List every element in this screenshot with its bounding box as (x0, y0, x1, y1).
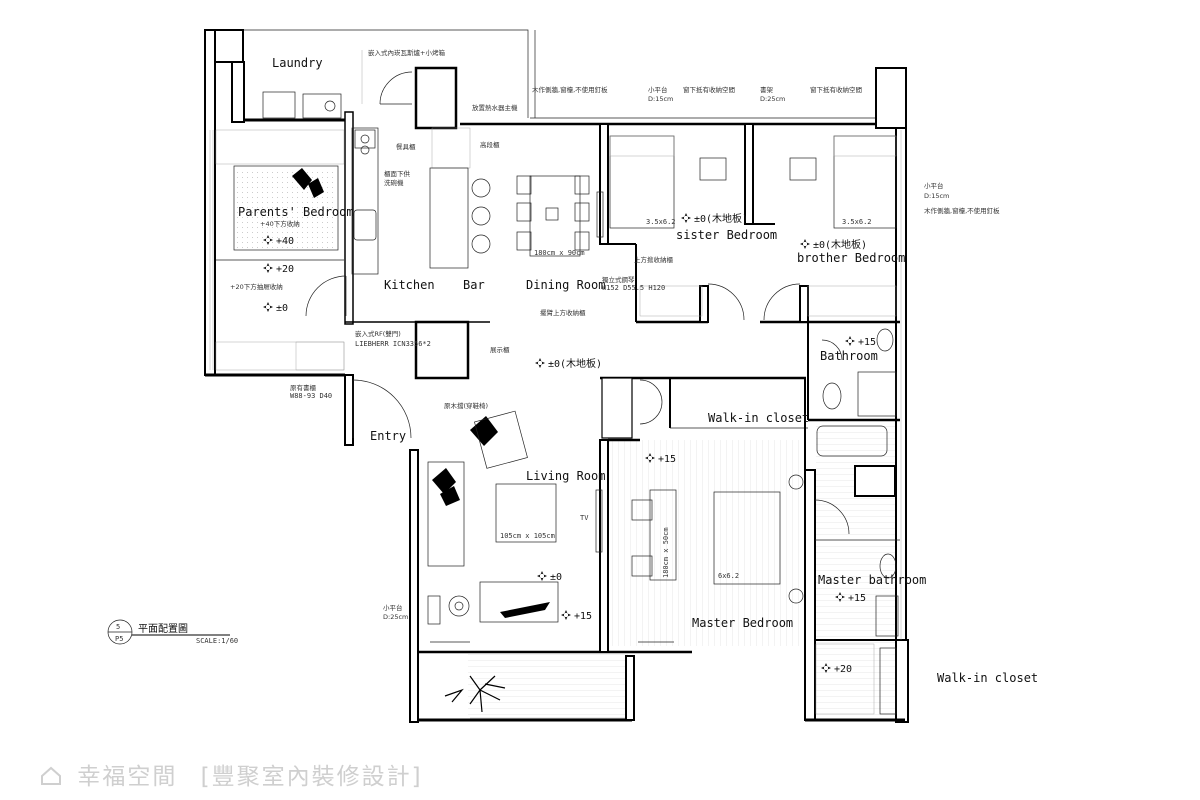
note-shoe-bench: 原木擋(穿鞋椅) (444, 401, 488, 410)
room-label-entry: Entry (370, 429, 406, 443)
note-plus40-storage: +40下方收納 (260, 219, 300, 228)
note-master-bed: 6x6.2 (718, 572, 739, 580)
note-platform-living: 小平台 (383, 603, 403, 612)
note-brother-bed: 3.5x6.2 (842, 218, 872, 226)
room-label-parents-bedroom: Parents' Bedroom (238, 205, 354, 219)
note-water-heater: 放置熱水器主機 (472, 103, 518, 112)
note-coffee-table: 105cm x 105cm (500, 532, 555, 540)
level-brother: ±0(木地板) (813, 238, 867, 251)
annotations: 嵌入式內崁瓦斯爐+小烤箱 放置熱水器主機 木作側牆,窗檯,不使用釘板 小平台 D… (230, 48, 1000, 621)
level-markers: +40 +20 ±0 ±0(木地板) ±0(木地板) ±0(木地板) +15 +… (263, 212, 876, 675)
note-platform-a: 小平台 (648, 85, 668, 94)
note-bookshelf-depth: D:25cm (760, 95, 785, 103)
room-label-bar: Bar (463, 278, 485, 292)
note-bookcase: 原有書櫃 (290, 383, 317, 392)
note-platform-living-depth: D:25cm (383, 613, 408, 621)
note-bookshelf: 書架 (760, 85, 774, 94)
watermark-brand: [豐聚室內裝修設計] (200, 764, 423, 790)
house-icon (41, 766, 61, 785)
note-piano: 獨立式鋼琴 (602, 275, 635, 284)
note-dishwasher-1: 櫃面下供 (384, 169, 411, 178)
note-display-cabinet: 展示櫃 (490, 345, 510, 354)
master-floor-pattern (608, 440, 806, 646)
room-label-master-bedroom: Master Bedroom (692, 616, 793, 630)
room-label-bathroom: Bathroom (820, 349, 878, 363)
level-corridor: ±0(木地板) (548, 357, 602, 370)
room-label-laundry: Laundry (272, 56, 323, 70)
note-stove: 嵌入式內崁瓦斯爐+小烤箱 (368, 48, 445, 57)
note-console: 180cm x 50cm (662, 527, 670, 578)
level-master-top: +15 (658, 454, 676, 465)
note-dining-table: 180cm x 90cm (534, 249, 585, 257)
room-label-brother-bedroom: brother Bedroom (797, 251, 905, 265)
title-sheet: P5 (115, 635, 123, 643)
level-master-bath: +15 (848, 593, 866, 604)
room-label-sister-bedroom: sister Bedroom (676, 228, 777, 242)
note-side-wall: 木作側牆,窗檯,不使用釘板 (532, 85, 608, 94)
note-flip-cabinet: 上方掀收納櫃 (634, 255, 674, 264)
note-platform-right-depth: D:15cm (924, 192, 949, 200)
note-tv: TV (580, 514, 589, 522)
note-fridge: 嵌入式RF(雙門) (355, 329, 401, 338)
level-parents-top: +40 (276, 236, 294, 247)
note-tall-cabinet: 高段櫃 (480, 140, 500, 149)
level-closet: +20 (834, 664, 852, 675)
room-label-walkin-closet-outer: Walk-in closet (937, 671, 1038, 685)
note-side-wall-right: 木作側牆,窗檯,不使用釘板 (924, 206, 1000, 215)
title-number: 5 (116, 623, 120, 631)
note-sister-bed: 3.5x6.2 (646, 218, 676, 226)
title-text: 平面配置圖 (138, 623, 188, 635)
note-window-storage-b: 窗下抵有收納空間 (810, 85, 862, 94)
note-plus20-drawer: +20下方抽屜收納 (230, 282, 283, 291)
level-living-sofa: +15 (574, 611, 592, 622)
watermark: 幸福空間 [豐聚室內裝修設計] (40, 757, 423, 791)
room-label-walkin-closet: Walk-in closet (708, 411, 809, 425)
room-label-dining-room: Dining Room (526, 278, 605, 292)
note-fridge-model: LIEBHERR ICN3356*2 (355, 340, 431, 348)
note-dish-cabinet: 餐具櫃 (396, 142, 416, 151)
level-sister: ±0(木地板) (694, 212, 748, 225)
note-piano-dim: W152 D55.5 H120 (602, 284, 665, 292)
note-bookcase-dim: W88-93 D40 (290, 392, 332, 400)
windows (209, 130, 902, 719)
room-label-living-room: Living Room (526, 469, 605, 483)
room-label-kitchen: Kitchen (384, 278, 435, 292)
level-parents-low: ±0 (276, 303, 288, 314)
balcony-floor (468, 650, 628, 716)
furniture (215, 91, 899, 715)
title-block: 5 P5 平面配置圖 SCALE:1/60 (107, 619, 238, 645)
watermark-site: 幸福空間 (77, 764, 178, 790)
level-parents-mid: +20 (276, 264, 294, 275)
level-living: ±0 (550, 572, 562, 583)
doors (305, 71, 850, 535)
note-window-storage-a: 窗下抵有收納空間 (683, 85, 735, 94)
room-label-master-bathroom: Master bathroom (818, 573, 926, 587)
title-scale: SCALE:1/60 (196, 637, 238, 645)
note-platform-a-depth: D:15cm (648, 95, 673, 103)
note-dishwasher-2: 洗碗機 (384, 178, 404, 187)
level-bathroom: +15 (858, 337, 876, 348)
room-labels: Laundry Parents' Bedroom Kitchen Bar Din… (238, 56, 1038, 685)
note-upper-cabinet: 擺臂上方收納櫃 (540, 308, 586, 317)
note-platform-right: 小平台 (924, 181, 944, 190)
